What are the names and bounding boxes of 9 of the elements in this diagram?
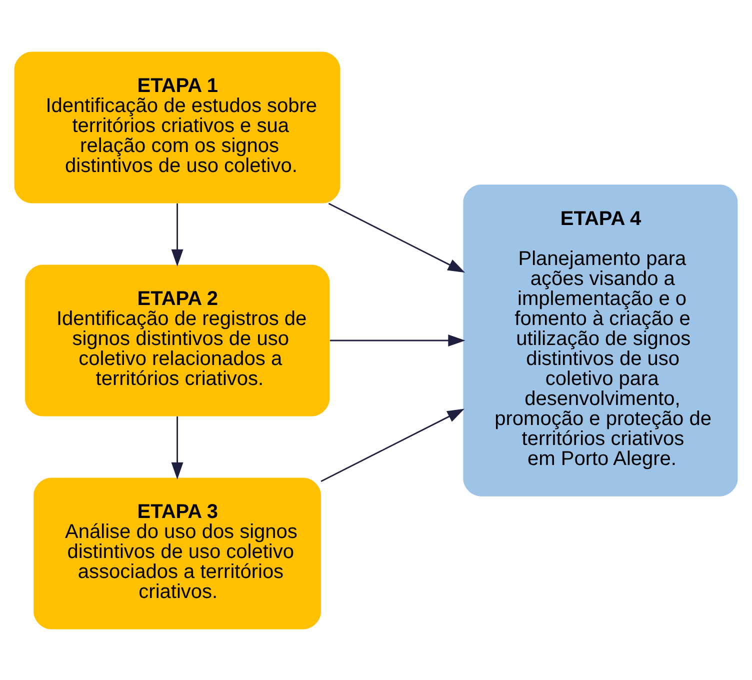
- node-box: ETAPA 4 Planejamento para ações visando a implementação e o fomento à criação e utilização de signos distintivos de uso coletivo para desenvolvimento, promoção e proteção de territórios criativos em Porto Alegre.: [463, 184, 738, 496]
- node-box: ETAPA 3 Análise do uso dos signos distintivos de uso coletivo associados a territórios criativos.: [34, 477, 321, 629]
- node-box: ETAPA 1 Identificação de estudos sobre territórios criativos e sua relação com os signos distintivos de uso coletivo.: [14, 51, 340, 203]
- node-box: ETAPA 2 Identificação de registros de signos distintivos de uso coletivo relacionados a territórios criativos.: [25, 264, 330, 416]
- arrow: [328, 202, 466, 272]
- arrow: [171, 202, 184, 266]
- arrow: [320, 408, 464, 482]
- arrow: [171, 416, 184, 480]
- arrow: [330, 334, 466, 346]
